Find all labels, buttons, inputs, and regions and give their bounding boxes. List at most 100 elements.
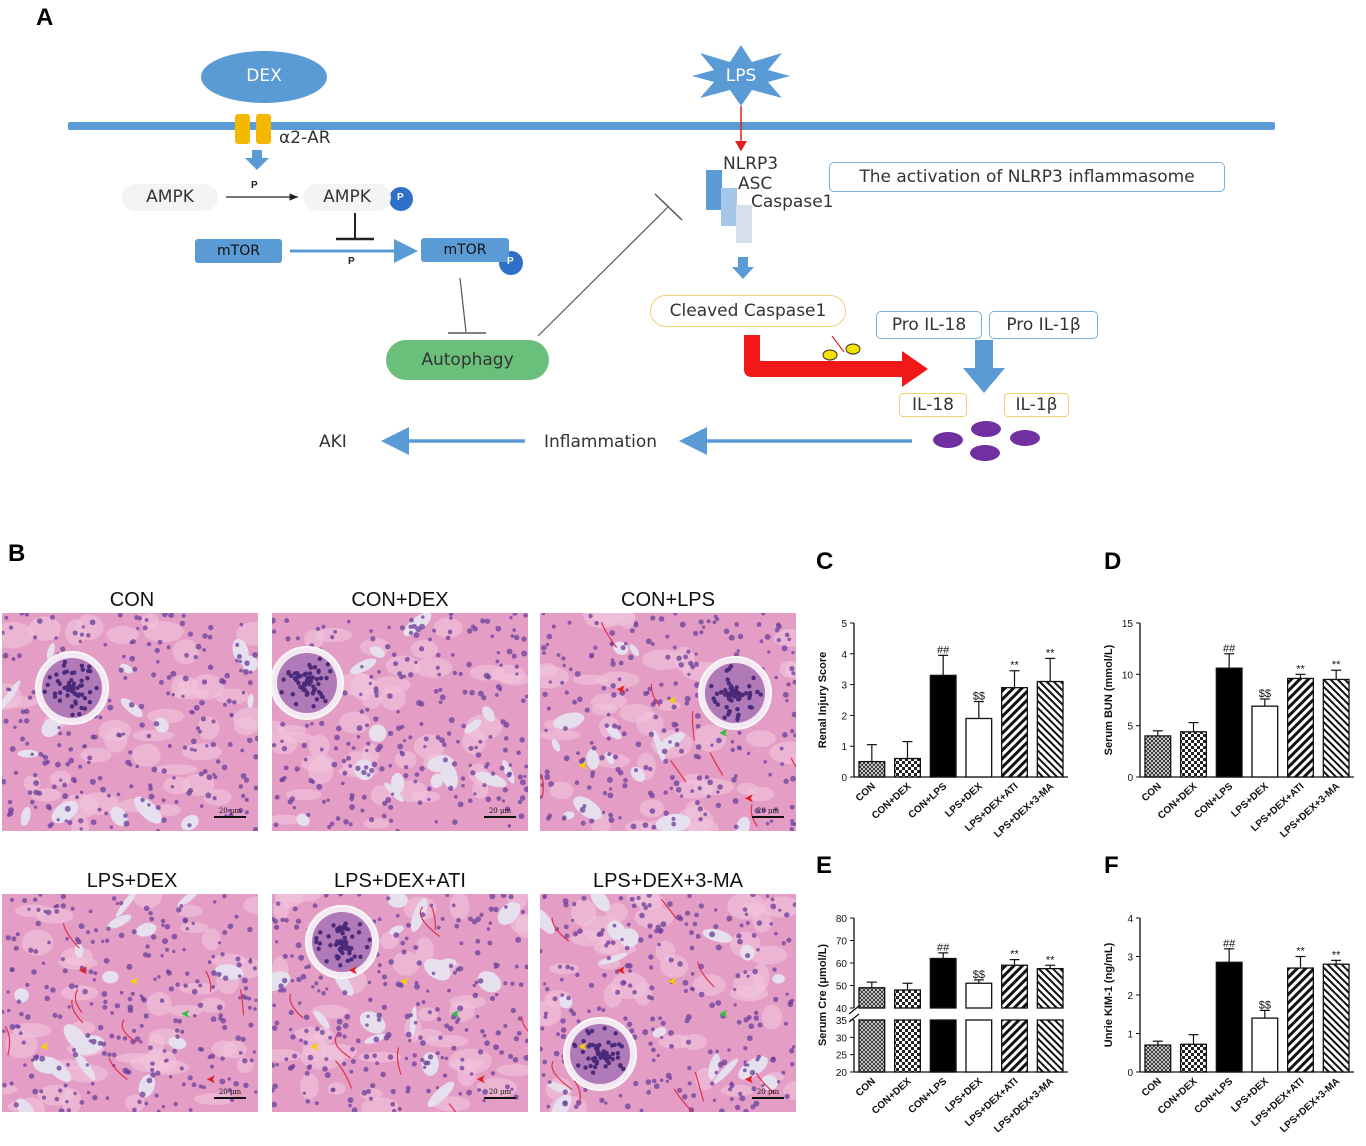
histo-title-con-lps: CON+LPS <box>621 589 715 611</box>
significance-label: $$ <box>973 969 985 981</box>
pro-il-down-arrow <box>963 340 1005 393</box>
significance-label: ## <box>937 942 950 954</box>
scale-label: 20 μm <box>488 807 512 815</box>
bar <box>858 760 886 778</box>
bar <box>1322 678 1350 778</box>
scissors-blade <box>831 335 845 353</box>
y-tick-label: 4 <box>1127 914 1133 925</box>
histo-title-lps-dex-ati: LPS+DEX+ATI <box>334 870 466 892</box>
bar <box>894 757 921 778</box>
x-tick-label: LPS+DEX+3-MA <box>1278 1076 1342 1135</box>
inflammasome-down-arrow <box>732 257 754 279</box>
receptor-right <box>256 114 271 144</box>
y-tick-label: 15 <box>1122 619 1134 630</box>
ampk-right: AMPK <box>303 184 391 211</box>
p-badge-ampk-text: P <box>397 192 404 203</box>
y-tick-label: 1 <box>1127 1030 1133 1041</box>
significance-label: ## <box>1223 643 1236 655</box>
scissors-ring-left <box>822 349 838 361</box>
histology-image-lps-dex-ati: 20 μm <box>272 894 528 1112</box>
x-tick-label: CON+DEX <box>870 781 914 822</box>
caspase1-label: Caspase1 <box>751 192 834 212</box>
p-badge-ampk <box>389 187 413 211</box>
caspase-block <box>736 205 752 243</box>
y-tick-label: 80 <box>836 914 848 925</box>
x-tick-label: CON+DEX <box>1156 781 1200 822</box>
histology-image-con-dex: 20 μm <box>272 613 528 831</box>
y-axis-label: Unrie KIM-1 (ng/mL) <box>1103 942 1115 1047</box>
y-tick-label: 0 <box>1127 1068 1133 1079</box>
x-tick-label: CON <box>854 781 878 804</box>
histo-title-con: CON <box>109 589 155 611</box>
panel-label-f: F <box>1104 852 1119 879</box>
bar <box>1001 687 1028 778</box>
y-tick-label: 1 <box>841 742 847 753</box>
mtor-left: mTOR <box>195 239 282 263</box>
significance-label: ** <box>1296 946 1305 958</box>
ampk-left: AMPK <box>122 184 218 211</box>
scale-label: 20 μm <box>218 807 242 815</box>
bar <box>1251 1017 1279 1073</box>
y-tick-label: 30 <box>836 1033 848 1044</box>
bar <box>1322 963 1350 1073</box>
y-tick-label: 10 <box>1122 670 1134 681</box>
y-axis-label: Renal Injury Score <box>817 652 829 749</box>
dex-ellipse <box>201 51 327 103</box>
bar <box>929 674 957 778</box>
dex-label: DEX <box>246 66 282 86</box>
bar-lower <box>1036 1019 1064 1073</box>
cytokine-2 <box>971 421 1001 437</box>
panel-label-d: D <box>1104 548 1122 575</box>
p-label-ampk-arrow: P <box>251 180 258 191</box>
y-tick-label: 5 <box>1127 722 1133 733</box>
y-tick-label: 70 <box>836 937 848 948</box>
activation-box: The activation of NLRP3 inflammasome <box>829 162 1225 192</box>
bar <box>1215 667 1243 778</box>
bar <box>894 989 921 1009</box>
mtor-right: mTOR <box>421 238 509 262</box>
y-tick-label: 20 <box>836 1068 848 1079</box>
significance-label: ** <box>1332 949 1341 961</box>
x-tick-label: CON+DEX <box>870 1076 914 1117</box>
aki-label: AKI <box>319 432 347 452</box>
receptor-down-arrow <box>245 150 269 170</box>
significance-label: ** <box>1046 647 1055 659</box>
p-badge-mtor-text: P <box>507 256 514 267</box>
pro-il1b-box: Pro IL-1β <box>989 311 1098 339</box>
panel-label-c: C <box>816 548 834 575</box>
inflammation-label: Inflammation <box>544 432 658 452</box>
bar-lower <box>858 1019 886 1073</box>
il18-box: IL-18 <box>899 393 967 417</box>
y-tick-label: 4 <box>841 650 847 661</box>
y-tick-label: 0 <box>841 773 847 784</box>
y-tick-label: 5 <box>841 619 847 630</box>
x-tick-label: CON <box>1140 781 1164 804</box>
x-tick-label: LPS+DEX+3-MA <box>992 1076 1056 1135</box>
histo-title-con-dex: CON+DEX <box>351 589 449 611</box>
bar <box>1036 967 1064 1009</box>
bar <box>1144 1044 1172 1073</box>
histo-title-lps-dex-3ma: LPS+DEX+3-MA <box>592 870 744 892</box>
bar <box>1251 705 1279 778</box>
y-tick-label: 40 <box>836 1004 848 1015</box>
x-tick-label: CON+LPS <box>907 1076 950 1116</box>
x-tick-label: LPS+DEX+3-MA <box>1278 781 1342 840</box>
y-tick-label: 25 <box>836 1051 848 1062</box>
y-tick-label: 35 <box>836 1016 848 1027</box>
y-tick-label: 3 <box>841 681 847 692</box>
p-label-mtor-arrow: P <box>348 256 355 267</box>
receptor-left <box>235 114 250 144</box>
significance-label: ** <box>1046 954 1055 966</box>
significance-label: ## <box>1223 938 1236 950</box>
significance-label: $$ <box>973 691 985 703</box>
pathway-diagram <box>68 45 1275 461</box>
significance-label: $$ <box>1259 688 1271 700</box>
bar <box>1215 961 1243 1073</box>
histology-image-lps-dex: 20 μm <box>2 894 258 1112</box>
bar <box>1001 964 1028 1009</box>
x-tick-label: CON+LPS <box>1193 781 1236 821</box>
pro-il18-box: Pro IL-18 <box>876 311 982 339</box>
